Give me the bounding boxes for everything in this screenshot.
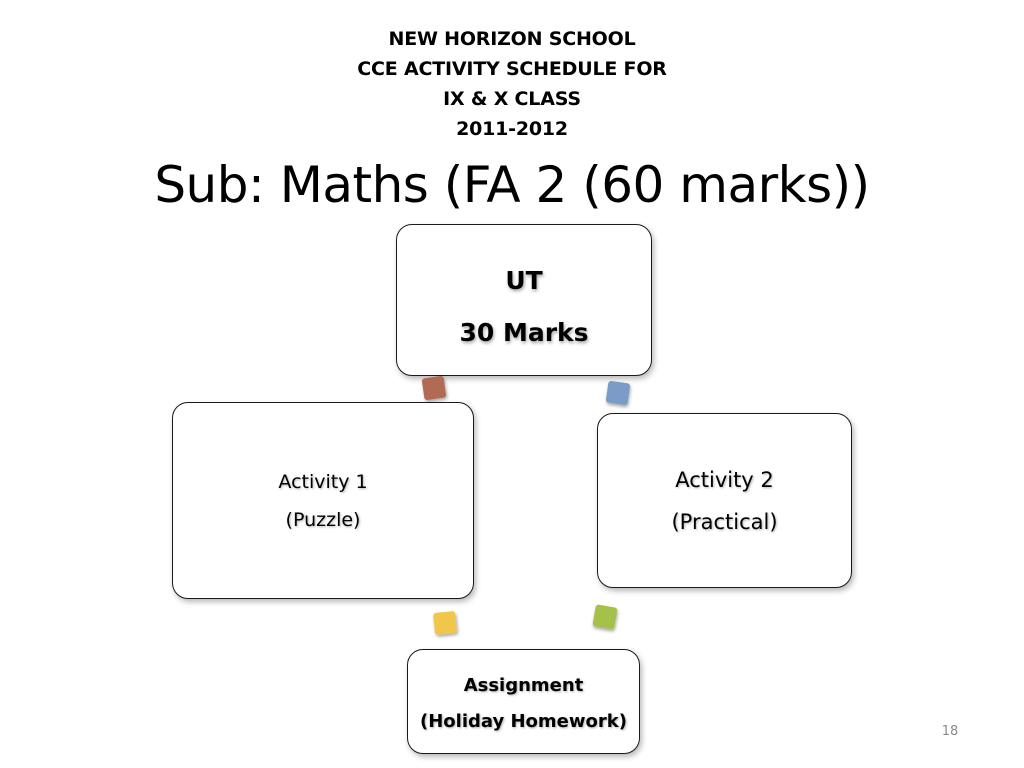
node-activity-1-label: Activity 1: [278, 471, 368, 493]
slide-title: Sub: Maths (FA 2 (60 marks)): [154, 156, 870, 214]
node-ut-marks: 30 Marks: [459, 318, 589, 347]
connector-activity1-assignment: [432, 610, 458, 636]
node-activity-2: Activity 2 (Practical): [597, 413, 852, 588]
node-assignment-detail: (Holiday Homework): [420, 711, 627, 732]
node-ut-label: UT: [505, 266, 543, 295]
schedule-title: CCE ACTIVITY SCHEDULE FOR: [357, 58, 667, 80]
node-assignment-label: Assignment: [463, 675, 584, 696]
node-activity-1-detail: (Puzzle): [285, 509, 361, 531]
page-number: 18: [941, 724, 959, 739]
node-assignment: Assignment (Holiday Homework): [407, 649, 640, 754]
node-activity-2-label: Activity 2: [675, 468, 774, 492]
academic-year: 2011-2012: [456, 118, 568, 140]
connector-assignment-activity2: [592, 604, 618, 630]
node-activity-1: Activity 1 (Puzzle): [172, 402, 474, 599]
node-activity-2-detail: (Practical): [671, 510, 778, 534]
class-label: IX & X CLASS: [443, 88, 581, 110]
node-ut: UT 30 Marks: [396, 224, 652, 376]
connector-ut-activity2: [605, 380, 631, 406]
school-name: NEW HORIZON SCHOOL: [388, 28, 636, 50]
school-header: NEW HORIZON SCHOOL CCE ACTIVITY SCHEDULE…: [0, 24, 1024, 144]
connector-ut-activity1: [421, 375, 447, 401]
